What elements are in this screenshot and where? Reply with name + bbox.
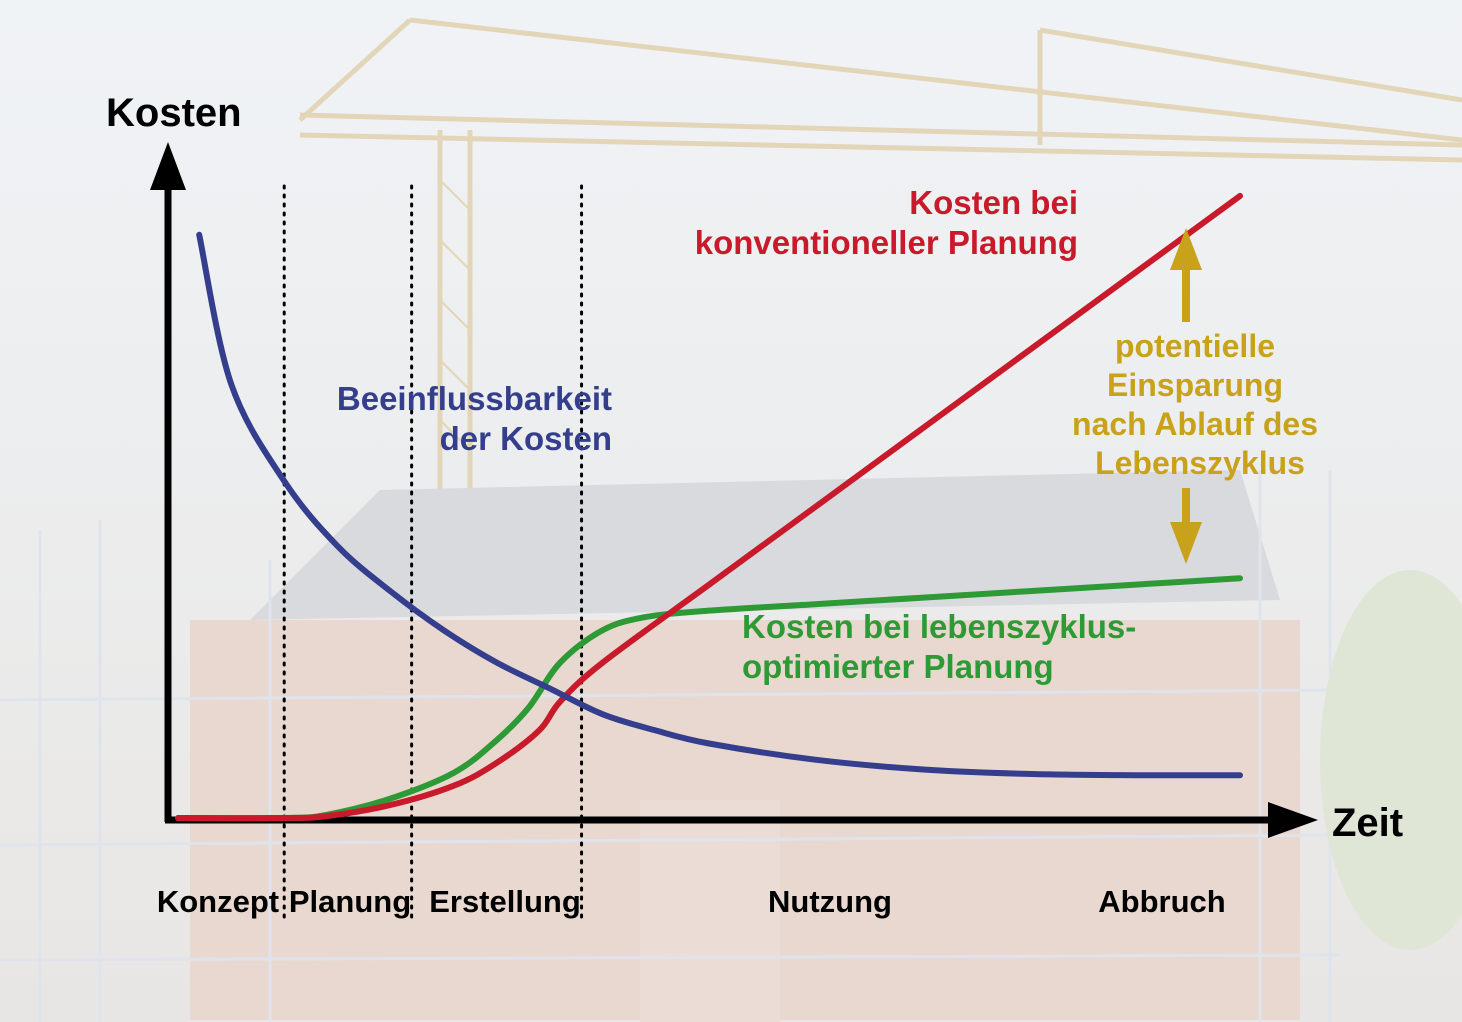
savings-annotation: potentielle Einsparung nach Ablauf des L… [1072,228,1318,564]
series-line-lifecycle [175,575,1243,822]
series-line-influence [196,231,1243,779]
series-label-conventional-2: konventioneller Planung [695,224,1078,261]
phase-label-planung: Planung [289,884,411,919]
savings-text-3: nach Ablauf des [1072,406,1318,442]
series-line-conventional [175,192,1243,822]
savings-arrow-down-icon [1170,522,1202,564]
series-labels: Kosten bei konventioneller Planung Beein… [337,184,1136,685]
phase-label-konzept: Konzept [157,884,279,919]
phase-label-nutzung: Nutzung [768,884,892,919]
savings-text-1: potentielle [1115,328,1275,364]
series-label-lifecycle-2: optimierter Planung [742,648,1054,685]
phase-label-erstellung: Erstellung [429,884,581,919]
series-lines [175,192,1243,822]
series-label-influence-2: der Kosten [440,420,612,457]
x-axis-arrowhead [1268,802,1318,838]
phase-labels: Konzept Planung Erstellung Nutzung Abbru… [157,884,1226,919]
series-label-conventional-1: Kosten bei [909,184,1078,221]
y-axis-arrowhead [150,142,186,190]
y-axis-label: Kosten [106,91,242,135]
axes: Kosten Zeit [106,91,1403,845]
savings-text-4: Lebenszyklus [1095,445,1305,481]
phase-label-abbruch: Abbruch [1098,884,1225,919]
series-label-influence-1: Beeinflussbarkeit [337,380,612,417]
x-axis-label: Zeit [1332,801,1403,845]
series-label-lifecycle-1: Kosten bei lebenszyklus- [742,608,1136,645]
savings-arrow-up-icon [1170,228,1202,270]
savings-text-2: Einsparung [1107,367,1283,403]
